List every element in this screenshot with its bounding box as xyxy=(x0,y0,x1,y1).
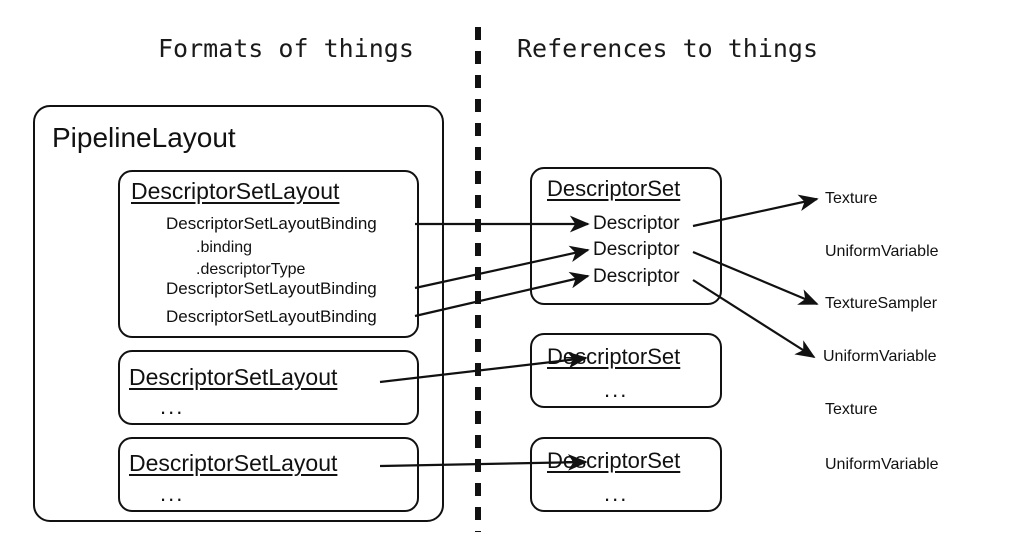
column-header-right: References to things xyxy=(517,34,819,63)
descriptor-set-layout-box-3[interactable] xyxy=(118,437,419,512)
resource-label-texture-2: Texture xyxy=(825,401,878,418)
descriptor-set-layout-title-1: DescriptorSetLayout xyxy=(131,178,340,204)
column-header-left: Formats of things xyxy=(158,34,414,63)
descriptor-set-title-1: DescriptorSet xyxy=(547,176,681,201)
descriptor-2: Descriptor xyxy=(593,239,680,260)
descriptor-set-layout-binding-2: DescriptorSetLayoutBinding xyxy=(166,279,377,298)
connector-layout3-set3 xyxy=(379,453,588,471)
descriptor-3: Descriptor xyxy=(593,266,680,287)
descriptor-set-title-2: DescriptorSet xyxy=(547,344,681,369)
descriptor-set-layout-ellipsis-3: ... xyxy=(160,481,185,506)
connector-descriptor2-texturesampler xyxy=(692,250,819,306)
descriptor-set-ellipsis-2: ... xyxy=(604,377,629,402)
pipeline-layout-box[interactable] xyxy=(33,105,444,522)
resource-label-texture-1: Texture xyxy=(825,190,878,207)
pipeline-layout-title: PipelineLayout xyxy=(52,122,236,153)
descriptor-set-layout-binding-3: DescriptorSetLayoutBinding xyxy=(166,307,377,326)
descriptor-set-layout-ellipsis-2: ... xyxy=(160,394,185,419)
descriptor-set-layout-box-1[interactable] xyxy=(118,170,419,338)
descriptor-set-layout-binding-1: DescriptorSetLayoutBinding xyxy=(166,214,377,233)
descriptor-set-ellipsis-3: ... xyxy=(604,481,629,506)
connector-descriptor1-texture xyxy=(692,194,819,228)
descriptor-set-layout-box-2[interactable] xyxy=(118,350,419,425)
descriptor-set-layout-title-3: DescriptorSetLayout xyxy=(129,450,338,476)
descriptor-set-box-3[interactable] xyxy=(530,437,722,512)
resource-label-uniformvariable-1: UniformVariable xyxy=(825,243,939,260)
connector-layout2-set2 xyxy=(379,351,588,384)
descriptor-set-box-1[interactable] xyxy=(530,167,722,305)
binding-field-descriptortype: .descriptorType xyxy=(196,261,306,278)
binding-field-binding: .binding xyxy=(196,239,253,256)
descriptor-set-layout-title-2: DescriptorSetLayout xyxy=(129,364,338,390)
resource-label-texturesampler: TextureSampler xyxy=(825,295,938,312)
resource-label-uniformvariable-3: UniformVariable xyxy=(825,456,939,473)
descriptor-set-box-2[interactable] xyxy=(530,333,722,408)
resource-label-uniformvariable-2: UniformVariable xyxy=(823,348,937,365)
descriptor-1: Descriptor xyxy=(593,213,680,234)
descriptor-set-title-3: DescriptorSet xyxy=(547,448,681,473)
